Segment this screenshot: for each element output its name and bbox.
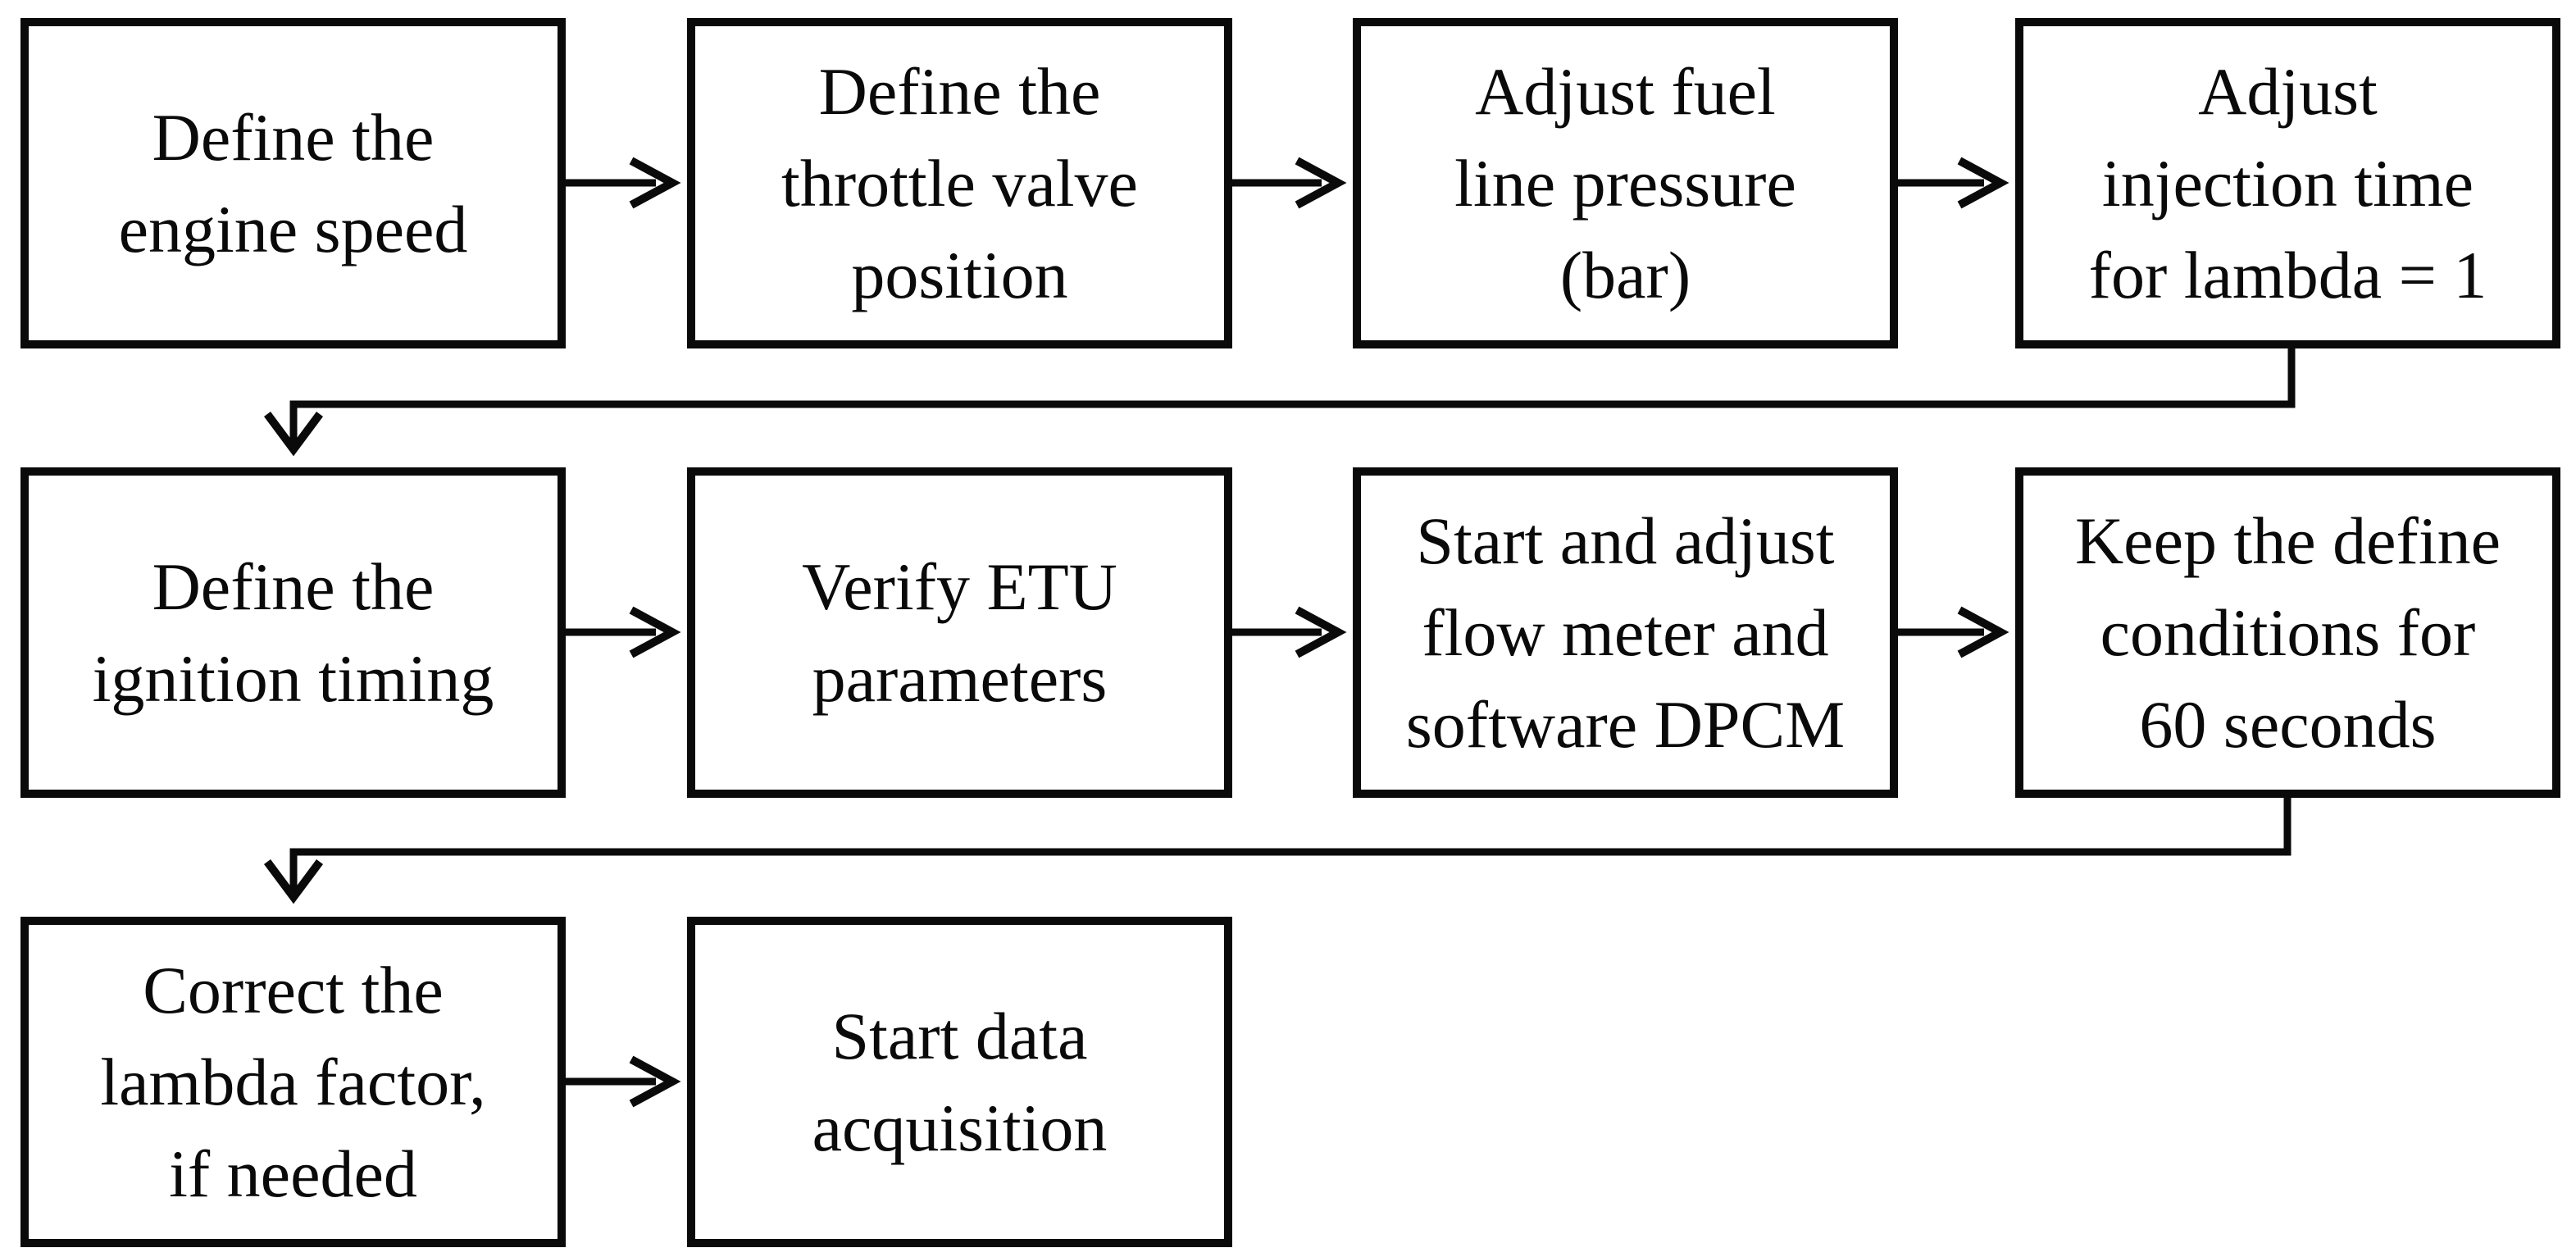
wrap-connector-4-5-icon [263, 348, 2296, 457]
node-correct-lambda-factor: Correct the lambda factor, if needed [20, 917, 566, 1247]
node-verify-etu-parameters: Verify ETU parameters [687, 467, 1232, 798]
node-start-adjust-flow-meter: Start and adjust flow meter and software… [1353, 467, 1898, 798]
node-adjust-injection-time: Adjust injection time for lambda = 1 [2015, 18, 2560, 348]
node-define-ignition-timing: Define the ignition timing [20, 467, 566, 798]
arrow-right-1-2-icon [566, 157, 681, 209]
arrow-right-2-3-icon [1232, 157, 1347, 209]
arrow-right-9-10-icon [566, 1055, 681, 1108]
node-keep-conditions-60s: Keep the define conditions for 60 second… [2015, 467, 2560, 798]
arrow-right-6-7-icon [1232, 606, 1347, 658]
wrap-connector-8-9-icon [263, 794, 2292, 904]
arrow-right-5-6-icon [566, 606, 681, 658]
node-adjust-fuel-line-pressure: Adjust fuel line pressure (bar) [1353, 18, 1898, 348]
arrow-right-3-4-icon [1898, 157, 2009, 209]
node-start-data-acquisition: Start data acquisition [687, 917, 1232, 1247]
node-define-engine-speed: Define the engine speed [20, 18, 566, 348]
arrow-right-7-8-icon [1898, 606, 2009, 658]
node-define-throttle-valve-position: Define the throttle valve position [687, 18, 1232, 348]
